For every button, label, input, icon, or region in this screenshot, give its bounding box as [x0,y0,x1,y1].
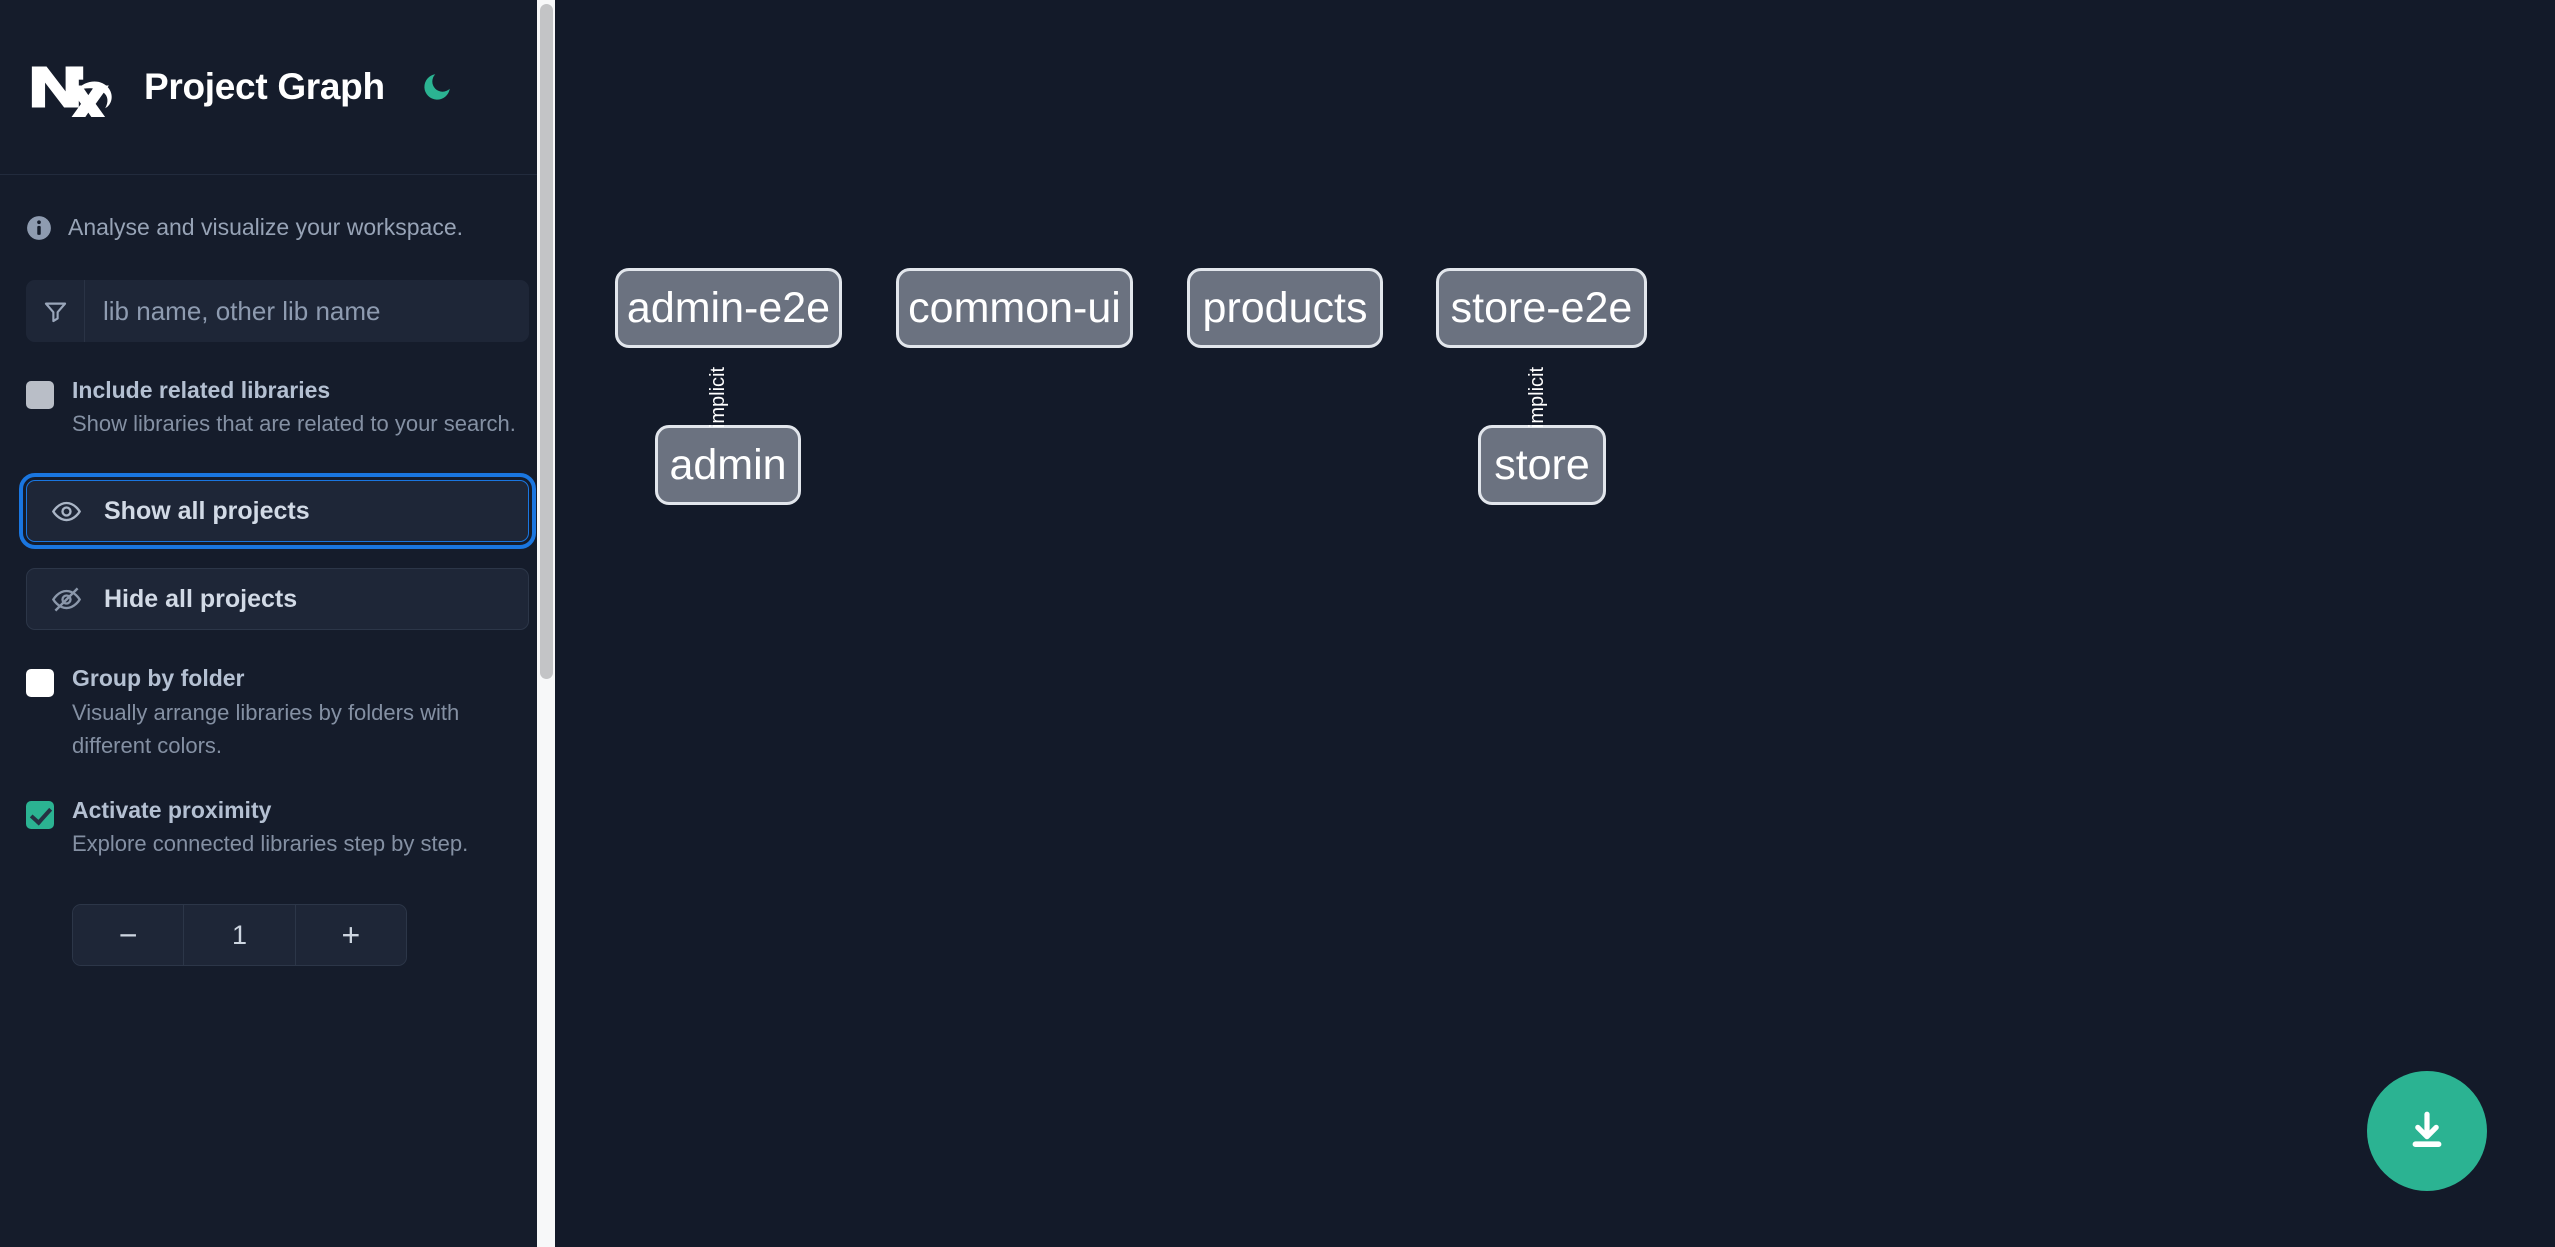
graph-node-store-e2e[interactable]: store-e2e [1436,268,1647,348]
eye-icon [51,501,82,522]
option-description: Visually arrange libraries by folders wi… [72,699,460,758]
sidebar-body: Include related libraries Show libraries… [0,280,555,967]
hide-all-projects-label: Hide all projects [104,584,298,613]
proximity-stepper: − 1 + [72,904,407,967]
graph-canvas[interactable]: admin-e2e common-ui products store-e2e admin… [555,0,2555,1247]
graph-node-store[interactable]: store [1478,425,1606,505]
graph-edges [555,0,855,150]
proximity-decrement-button[interactable]: − [73,905,185,966]
activate-proximity-checkbox[interactable] [26,800,54,829]
project-visibility-buttons: Show all projects Hide all projects [19,473,536,631]
show-all-projects-button[interactable]: Show all projects [19,473,536,550]
option-label: Include related libraries [72,377,331,403]
option-label: Group by folder [72,665,245,692]
nx-logo-icon [26,57,114,123]
funnel-icon[interactable] [26,280,85,342]
include-related-libraries-checkbox[interactable] [26,381,54,409]
sidebar: Project Graph Analyse and visualize your… [0,0,555,1247]
proximity-value: 1 [184,905,296,966]
graph-node-admin[interactable]: admin [655,425,801,505]
graph-node-common-ui[interactable]: common-ui [896,268,1133,348]
option-activate-proximity[interactable]: Activate proximity Explore connected lib… [26,794,529,860]
option-description: Show libraries that are related to your … [72,411,516,437]
graph-node-admin-e2e[interactable]: admin-e2e [615,268,842,348]
workspace-info-text: Analyse and visualize your workspace. [68,214,464,240]
page-title: Project Graph [144,66,385,107]
graph-node-products[interactable]: products [1187,268,1383,348]
workspace-info: Analyse and visualize your workspace. [0,175,555,280]
option-group-by-folder[interactable]: Group by folder Visually arrange librari… [26,662,529,761]
info-icon [26,215,52,241]
edge-label-admin-e2e-admin: implicit [707,366,730,429]
group-by-folder-checkbox[interactable] [26,669,54,698]
show-all-projects-label: Show all projects [104,496,310,525]
search-input[interactable] [85,280,529,342]
hide-all-projects-button[interactable]: Hide all projects [26,568,529,631]
option-description: Explore connected libraries step by step… [72,831,469,857]
moon-icon[interactable] [415,65,459,109]
proximity-increment-button[interactable]: + [295,905,406,966]
option-include-related-libraries[interactable]: Include related libraries Show libraries… [26,374,529,440]
filter-bar [26,280,529,342]
sidebar-scrollbar[interactable] [537,0,555,1247]
edge-label-store-e2e-store: implicit [1526,366,1549,429]
option-label: Activate proximity [72,796,272,823]
download-icon [2412,1111,2442,1147]
sidebar-scrollbar-thumb[interactable] [540,4,553,679]
download-button[interactable] [2367,1071,2487,1191]
eye-off-icon [51,587,82,612]
sidebar-header: Project Graph [0,0,555,175]
